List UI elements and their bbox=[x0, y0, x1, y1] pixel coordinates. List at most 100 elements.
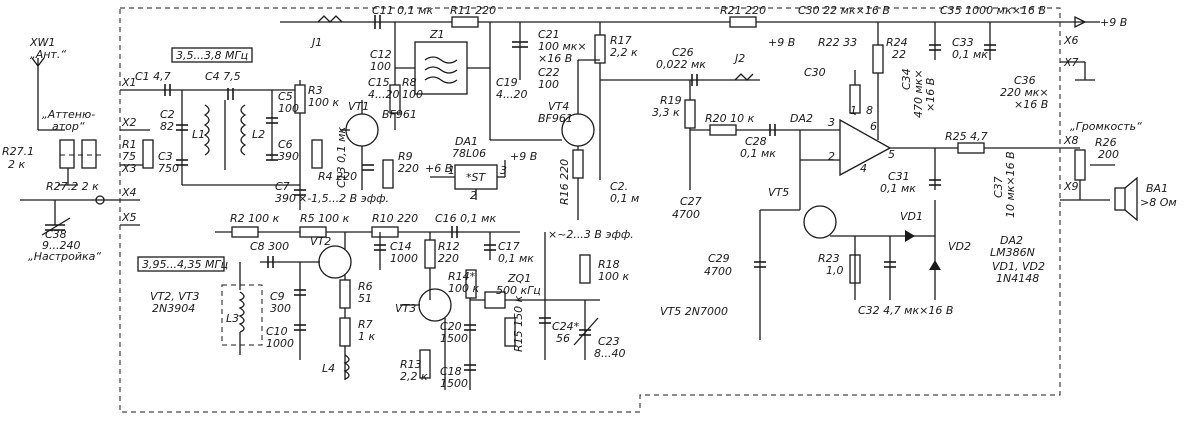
label-r14v: 100 к bbox=[448, 282, 479, 295]
label-pin6: 6 bbox=[870, 120, 877, 133]
label-l1: L1 bbox=[192, 128, 205, 141]
label-c29: C29 bbox=[708, 252, 730, 265]
label-p2: 2 bbox=[470, 189, 477, 202]
r26-potentiometer bbox=[1074, 149, 1086, 181]
r9-resistor bbox=[382, 159, 394, 189]
label-c36v2: ×16 В bbox=[1014, 98, 1048, 111]
label-c21: C21 bbox=[538, 28, 560, 41]
label-r18v: 100 к bbox=[598, 270, 629, 283]
label-c22v: 100 bbox=[538, 78, 559, 91]
label-r10: R10 220 bbox=[372, 212, 418, 225]
label-r4: R4 220 bbox=[318, 170, 357, 183]
label-r26v: 200 bbox=[1098, 148, 1119, 161]
label-r271v: 2 к bbox=[8, 158, 25, 171]
label-xw1: XW1 bbox=[29, 36, 55, 49]
label-c2x: C2. bbox=[610, 180, 628, 193]
label-r272: R27.2 2 к bbox=[46, 180, 99, 193]
label-c22: C22 bbox=[538, 66, 560, 79]
r1-resistor bbox=[142, 139, 154, 169]
r12-resistor bbox=[424, 239, 436, 269]
label-vd12t: 1N4148 bbox=[996, 272, 1039, 285]
label-pin8: 8 bbox=[866, 104, 873, 117]
zq1-resonator bbox=[484, 291, 506, 309]
da1-regulator bbox=[454, 164, 498, 190]
label-c3v: 750 bbox=[158, 162, 179, 175]
label-c5v: 100 bbox=[278, 102, 299, 115]
label-c34: C34 bbox=[900, 68, 913, 90]
label-c31: C31 bbox=[888, 170, 910, 183]
label-vd12: VD1, VD2 bbox=[992, 260, 1045, 273]
label-x4: X4 bbox=[121, 186, 137, 199]
r4-resistor bbox=[311, 139, 323, 169]
label-c15v: 4...20 bbox=[368, 88, 400, 101]
label-r8v: 100 bbox=[402, 88, 423, 101]
mixer-section bbox=[280, 15, 606, 220]
oscillator-section bbox=[215, 226, 600, 390]
label-da1t: 78L06 bbox=[452, 147, 486, 160]
label-r6v: 51 bbox=[358, 292, 372, 305]
label-r17v: 2,2 к bbox=[610, 46, 638, 59]
label-c24v: 56 bbox=[556, 332, 570, 345]
label-c30: C30 22 мк×16 В bbox=[798, 4, 890, 17]
label-c12v: 100 bbox=[370, 60, 391, 73]
label-l3: L3 bbox=[226, 312, 239, 325]
z1-filter bbox=[414, 41, 468, 95]
da2-opamp bbox=[839, 118, 892, 177]
label-l2: L2 bbox=[252, 128, 265, 141]
label-c17v: 0,1 мк bbox=[498, 252, 534, 265]
label-c38: C38 bbox=[45, 228, 67, 241]
label-c30b: C30 bbox=[804, 66, 826, 79]
label-c34v: 470 мк× bbox=[912, 69, 925, 118]
l2-coil bbox=[240, 104, 247, 156]
label-c27v: 4700 bbox=[672, 208, 700, 221]
label-r5: R5 100 к bbox=[300, 212, 350, 225]
label-x9: X9 bbox=[1063, 180, 1079, 193]
label-r25: R25 4,7 bbox=[945, 130, 988, 143]
label-r13: R13 bbox=[400, 358, 422, 371]
label-nastr: „Настройка“ bbox=[28, 250, 101, 263]
label-ant: „Ант.“ bbox=[30, 48, 66, 61]
vt5-transistor bbox=[803, 205, 837, 239]
label-c32: C32 4,7 мк×16 В bbox=[858, 304, 953, 317]
label-r19: R19 bbox=[660, 94, 682, 107]
label-c10: C10 bbox=[266, 325, 288, 338]
label-r8: R8 bbox=[402, 76, 417, 89]
label-j1: J1 bbox=[310, 36, 322, 49]
label-c26v: 0,022 мк bbox=[656, 58, 706, 71]
label-vt2: VT2 bbox=[310, 235, 331, 248]
label-range2: 3,95...4,35 МГц bbox=[142, 258, 228, 271]
label-c4: C4 7,5 bbox=[205, 70, 241, 83]
label-c17: C17 bbox=[498, 240, 520, 253]
label-c1: C1 4,7 bbox=[135, 70, 171, 83]
label-x8: X8 bbox=[1063, 134, 1079, 147]
label-c34v2: ×16 В bbox=[924, 78, 937, 112]
label-r24v: 22 bbox=[892, 48, 906, 61]
label-z1: Z1 bbox=[429, 28, 445, 41]
label-c7v: 390 bbox=[275, 192, 296, 205]
label-vt4t: BF961 bbox=[538, 112, 573, 125]
label-vt4: VT4 bbox=[548, 100, 569, 113]
label-da2t: LM386N bbox=[990, 246, 1035, 259]
vt2-transistor bbox=[318, 245, 352, 279]
label-r18: R18 bbox=[598, 258, 620, 271]
label-c33v: 0,1 мк bbox=[952, 48, 988, 61]
speaker-icon bbox=[1114, 187, 1126, 211]
label-r24: R24 bbox=[886, 36, 908, 49]
label-r9v: 220 bbox=[398, 162, 419, 175]
label-da2b: DA2 bbox=[1000, 234, 1023, 247]
tuning-knob-icon bbox=[95, 195, 105, 205]
label-r12v: 220 bbox=[438, 252, 459, 265]
label-r23: R23 bbox=[818, 252, 840, 265]
r10-resistor bbox=[371, 226, 399, 238]
label-c7: C7 bbox=[275, 180, 290, 193]
label-vt5n: VT5 2N7000 bbox=[660, 305, 728, 318]
label-c2: C2 bbox=[160, 108, 175, 121]
regulator-da1 bbox=[430, 160, 506, 200]
label-r21: R21 220 bbox=[720, 4, 766, 17]
label-c3: C3 bbox=[158, 150, 173, 163]
label-c35: C35 1000 мк×16 В bbox=[940, 4, 1046, 17]
label-r17: R17 bbox=[610, 34, 632, 47]
label-r11: R11 220 bbox=[450, 4, 496, 17]
